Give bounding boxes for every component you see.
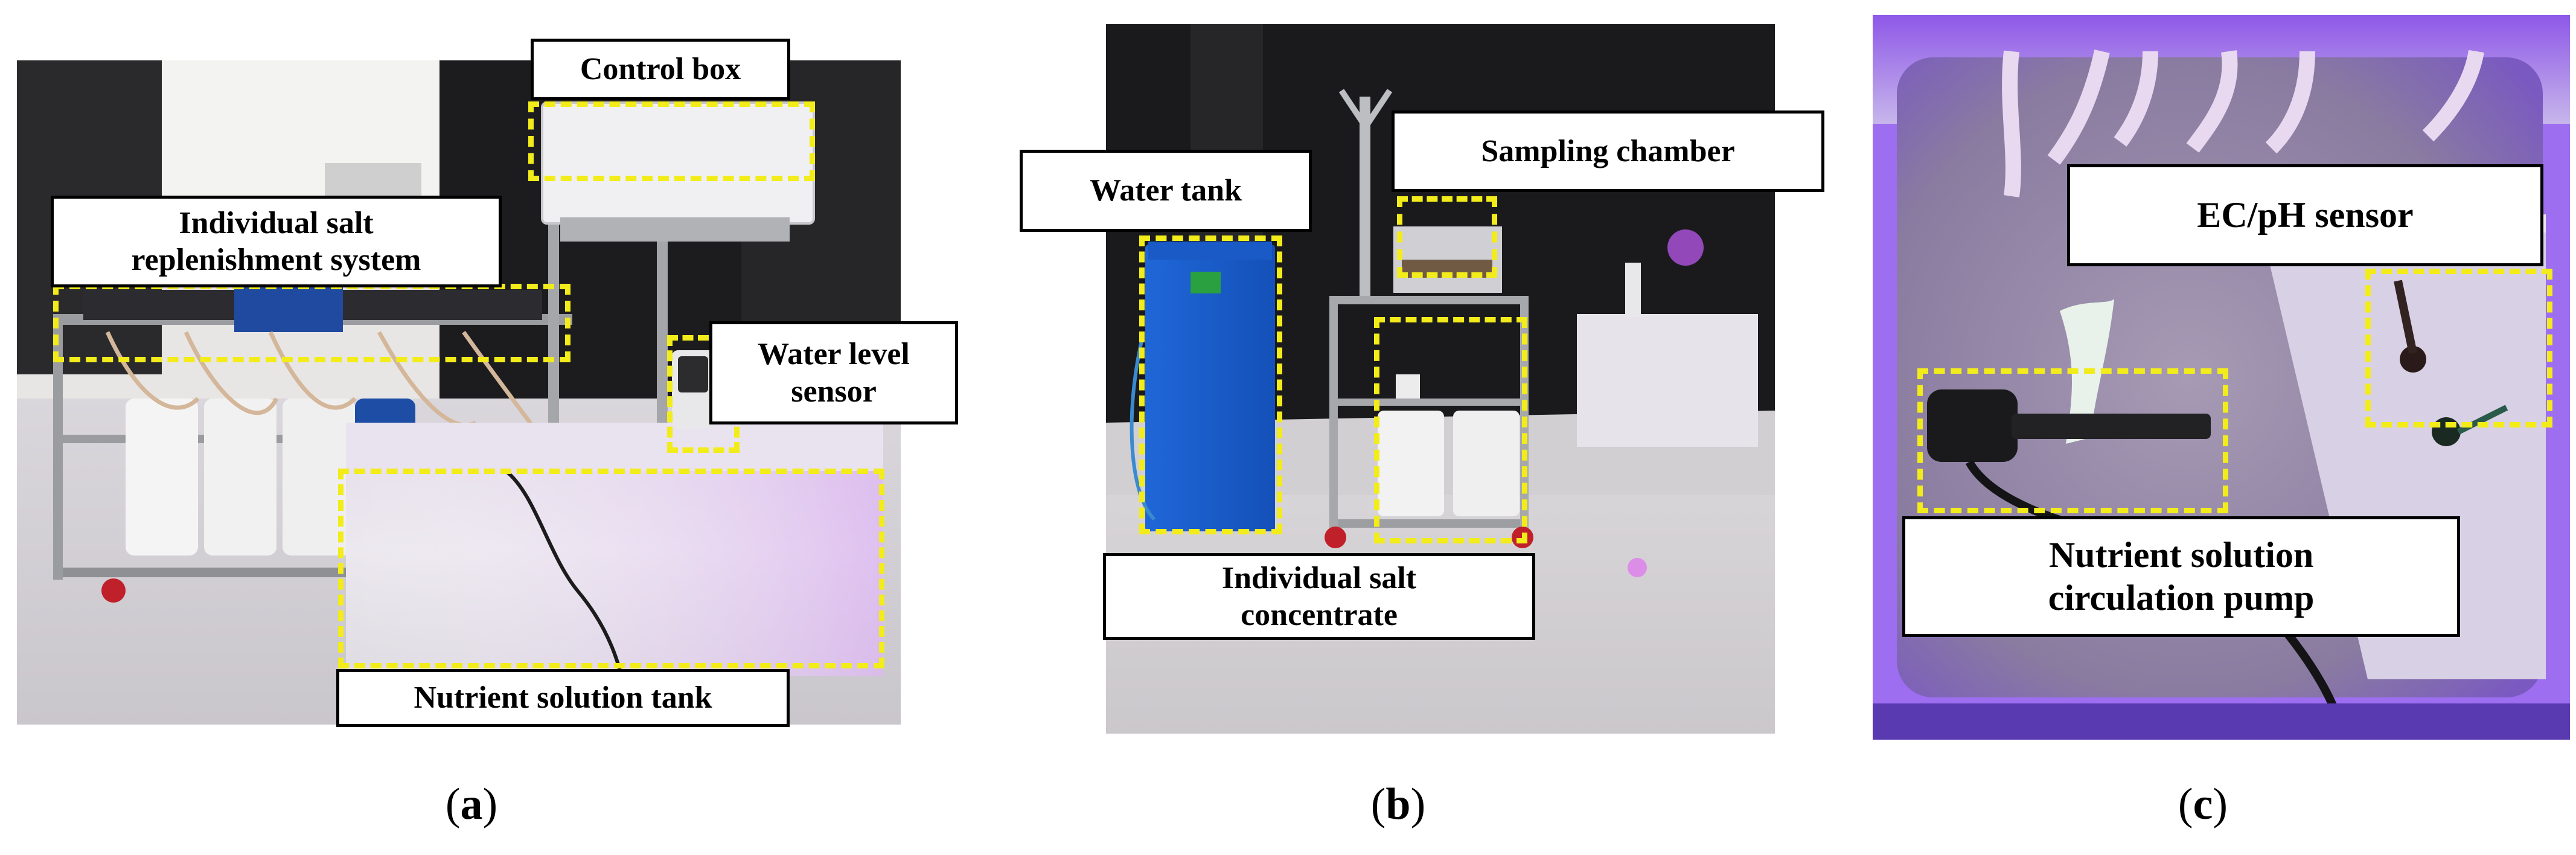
caption-b: (b) [1370, 780, 1426, 829]
label-water-tank: Water tank [1020, 150, 1312, 232]
ec-ph-sensor-highlight [2365, 269, 2552, 427]
label-salt-replenishment-system: Individual salt replenishment system [51, 196, 502, 287]
label-circulation-pump: Nutrient solution circulation pump [1902, 516, 2460, 637]
caption-a: (a) [445, 780, 498, 829]
label-individual-salt-concentrate: Individual salt concentrate [1103, 553, 1535, 640]
water-tank-highlight [1139, 235, 1282, 534]
label-nutrient-solution-tank: Nutrient solution tank [336, 669, 790, 727]
salt-concentrate-highlight [1374, 317, 1527, 543]
label-ec-ph-sensor: EC/pH sensor [2067, 164, 2543, 266]
caption-c: (c) [2178, 780, 2228, 829]
label-control-box: Control box [531, 39, 790, 100]
nutrient-tank-highlight [338, 469, 884, 668]
circulation-pump-highlight [1917, 368, 2228, 513]
control-box-highlight [528, 101, 815, 181]
salt-replenishment-highlight [53, 284, 570, 362]
label-water-level-sensor: Water level sensor [709, 321, 958, 424]
sampling-chamber-highlight [1397, 196, 1497, 278]
label-sampling-chamber: Sampling chamber [1392, 110, 1824, 192]
